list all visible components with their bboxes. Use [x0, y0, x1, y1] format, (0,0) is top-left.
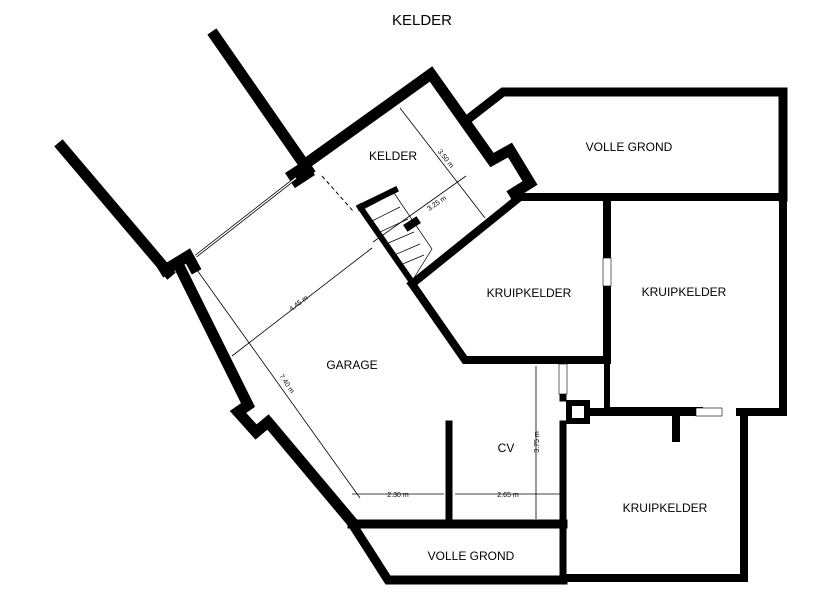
dim-kelder-width: 3.25 m: [426, 195, 448, 213]
plan-title: KELDER: [392, 12, 452, 29]
garage-window-inner: [195, 177, 297, 257]
wall-kruipkelder-middle: [406, 193, 611, 364]
dim-garage-width: 4.45 m: [288, 294, 309, 313]
label-volle-grond-bottom: VOLLE GROND: [428, 549, 515, 563]
walls: [54, 28, 788, 585]
dimension-lines: [196, 107, 560, 519]
wall-kruipkelder-right: [604, 199, 703, 413]
wall-cv: [445, 358, 567, 582]
label-kruipkelder-bottom: KRUIPKELDER: [623, 501, 708, 515]
door-kelder: [321, 175, 354, 212]
wall-upper-right-segment: [516, 193, 787, 416]
room-labels: KELDER VOLLE GROND KRUIPKELDER KRUIPKELD…: [326, 140, 726, 563]
wall-garage-outer: [54, 139, 360, 530]
dim-cv-width: 2.65 m: [497, 492, 519, 499]
dim-garage-length: 7.40 m: [277, 373, 295, 395]
dim-cv-depth: 3.75 m: [534, 431, 541, 453]
label-kruipkelder-right: KRUIPKELDER: [642, 285, 727, 299]
wall-garage-door-jamb: [157, 248, 202, 278]
wall-kelder: [303, 66, 538, 201]
label-cv: CV: [498, 441, 515, 455]
door-cv: [558, 363, 568, 395]
wall-upper-diagonal: [207, 28, 316, 178]
wall-column-inner: [572, 406, 584, 418]
wall-kruipkelder-bottom: [564, 408, 748, 582]
dim-garage-bottom: 2.30 m: [387, 492, 409, 499]
openings: [195, 175, 723, 417]
wall-volle-grond-bottom: [347, 519, 568, 585]
label-garage: GARAGE: [326, 358, 377, 372]
wall-volle-grond-top: [465, 87, 788, 202]
door-kruipkelder-bottom: [695, 407, 723, 417]
door-kruipkelder-middle: [602, 257, 612, 287]
label-kelder: KELDER: [369, 149, 417, 163]
staircase: [361, 192, 433, 282]
stair-post: [403, 216, 421, 232]
label-volle-grond-top: VOLLE GROND: [586, 140, 673, 154]
label-kruipkelder-middle: KRUIPKELDER: [487, 286, 572, 300]
